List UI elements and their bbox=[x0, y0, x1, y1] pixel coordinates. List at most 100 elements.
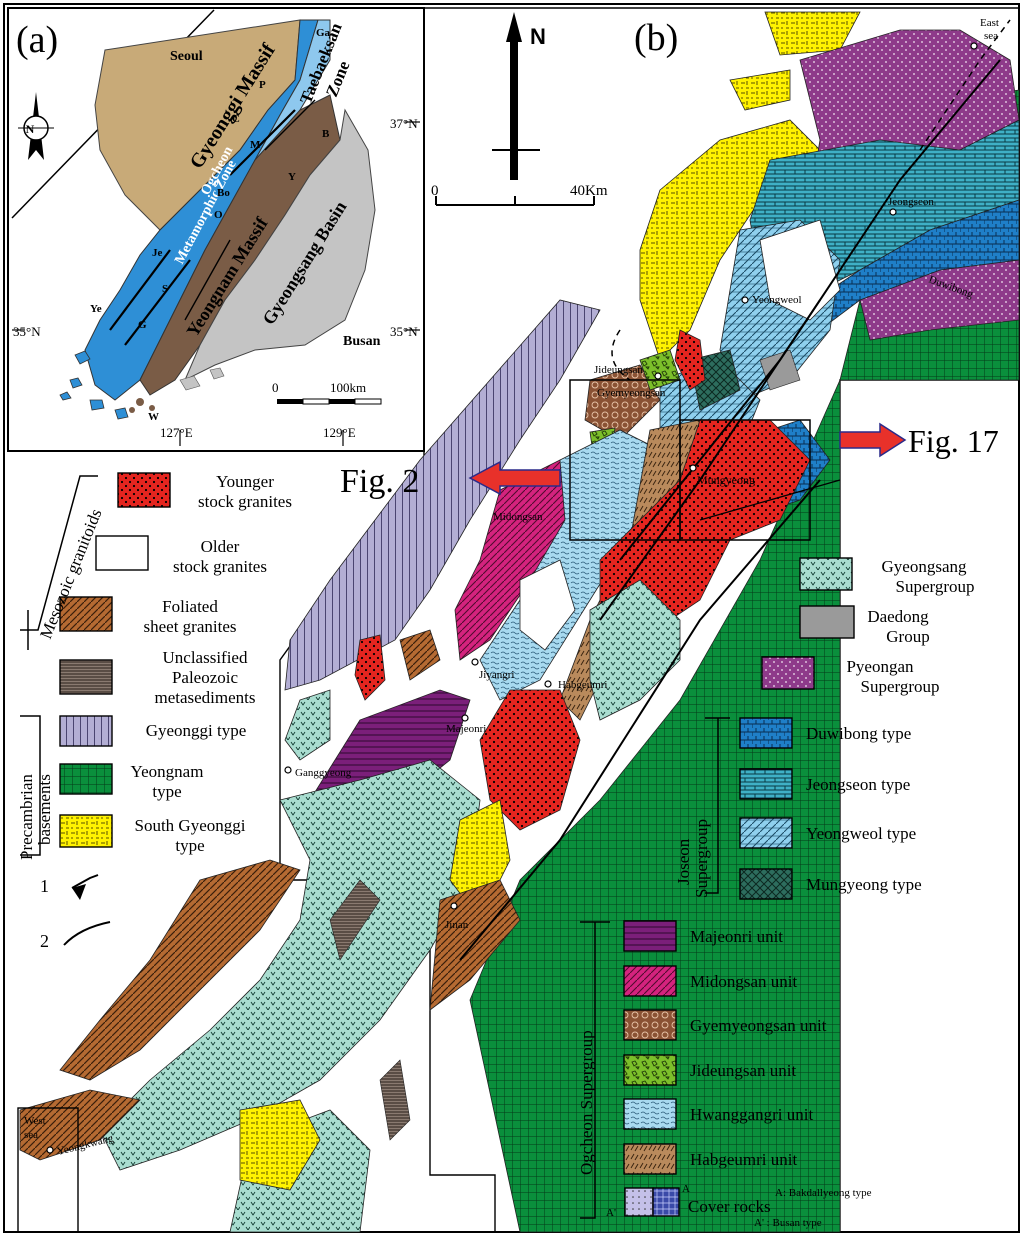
legend-cover-a-prime: A' : Busan type bbox=[754, 1217, 822, 1229]
legend-duwibong: Duwibong type bbox=[806, 724, 911, 743]
gyeongsang-basin-region bbox=[184, 108, 376, 382]
legend-unclass-2: Paleozoic bbox=[172, 668, 239, 687]
label-jinan: Jinan bbox=[445, 919, 469, 931]
legend-gyemyeongsan: Gyemyeongsan unit bbox=[690, 1016, 827, 1035]
marker-b: B bbox=[322, 128, 330, 140]
legend-daedong-2: Group bbox=[886, 627, 929, 646]
panel-a-label: (a) bbox=[16, 19, 58, 61]
marker-p: P bbox=[259, 79, 266, 91]
scale-a-zero: 0 bbox=[272, 380, 279, 395]
legend-jeongseon: Jeongseon type bbox=[806, 775, 910, 794]
marker-bo: Bo bbox=[217, 187, 230, 199]
panel-b-label: (b) bbox=[634, 17, 678, 59]
north-arrow-b bbox=[506, 12, 522, 180]
marker-ye: Ye bbox=[90, 303, 102, 315]
legend-gyeongsang-2: Supergroup bbox=[895, 577, 974, 596]
marker-y: Y bbox=[288, 171, 296, 183]
fig-17-arrow bbox=[839, 422, 907, 458]
coord-35n-left: 35°N bbox=[13, 324, 41, 339]
legend-group-precambrian: Precambrian bbox=[17, 774, 36, 860]
legend-foliated-1: Foliated bbox=[162, 597, 218, 616]
legend-cover-a-letter: A bbox=[682, 1183, 690, 1195]
marker-ga: Ga bbox=[316, 27, 331, 39]
legend-unclass-1: Unclassified bbox=[163, 648, 248, 667]
legend-older-1: Older bbox=[201, 537, 240, 556]
legend-yeongweol: Yeongweol type bbox=[806, 824, 916, 843]
label-gyemyeongsan: Gyemyeongsan bbox=[597, 387, 666, 399]
legend-gyeonggi: Gyeonggi type bbox=[146, 721, 247, 740]
legend-younger-1: Younger bbox=[216, 472, 274, 491]
panel-a-inset bbox=[7, 7, 425, 452]
fig-17-outline bbox=[679, 419, 811, 541]
legend-pyeongan-2: Supergroup bbox=[860, 677, 939, 696]
legend-foliated-2: sheet granites bbox=[144, 617, 237, 636]
scale-b-end: 40Km bbox=[570, 183, 608, 199]
legend-yeongnam-1: Yeongnam bbox=[131, 762, 204, 781]
legend-south-gyeonggi-2: type bbox=[175, 836, 204, 855]
legend-left bbox=[20, 472, 171, 946]
legend-hwanggangri: Hwanggangri unit bbox=[690, 1105, 814, 1124]
scale-a-end: 100km bbox=[330, 380, 366, 395]
legend-habgeumri: Habgeumri unit bbox=[690, 1150, 797, 1169]
label-busan: Busan bbox=[343, 334, 381, 349]
label-midongsan: Midongsan bbox=[493, 511, 543, 523]
label-jeongseon: Jeongseon bbox=[888, 196, 934, 208]
legend-ogcheon-supergroup: Ogcheon Supergroup bbox=[577, 1030, 596, 1175]
legend-unclass-3: metasediments bbox=[154, 688, 255, 707]
label-jideungsan: Jideungsan bbox=[594, 364, 643, 376]
north-arrow-a bbox=[18, 92, 54, 160]
legend-south-gyeonggi-1: South Gyeonggi bbox=[135, 816, 246, 835]
legend-joseon-1: Joseon bbox=[674, 838, 693, 885]
label-habgeumri: Habgeumri bbox=[558, 679, 607, 691]
north-label-b: N bbox=[530, 24, 546, 49]
legend-cover-a-prime-letter: A' bbox=[606, 1207, 616, 1219]
label-yeongweol: Yeongweol bbox=[752, 294, 802, 306]
legend-cover-a: A: Bakdallyeong type bbox=[775, 1187, 872, 1199]
unit-midongsan bbox=[454, 459, 566, 661]
marker-g: G bbox=[138, 319, 147, 331]
legend-joseon-2: Supergroup bbox=[692, 819, 711, 898]
label-majeonri: Majeonri bbox=[446, 723, 486, 735]
label-jiyangri: Jiyangri bbox=[479, 669, 514, 681]
legend-symbol-2: 2 bbox=[40, 931, 49, 951]
coord-129e: 129°E bbox=[323, 425, 356, 440]
unit-older-granite bbox=[519, 559, 576, 651]
label-seoul: Seoul bbox=[170, 49, 203, 64]
label-mungyeong: Mungyeong bbox=[697, 473, 755, 487]
coord-37n: 37°N bbox=[390, 116, 418, 131]
legend-midongsan: Midongsan unit bbox=[690, 972, 797, 991]
marker-w: W bbox=[148, 411, 159, 423]
unit-gyemyeongsan bbox=[584, 364, 661, 441]
legend-younger-2: stock granites bbox=[198, 492, 292, 511]
coord-127e: 127°E bbox=[160, 425, 193, 440]
label-ganggyeong: Ganggyeong bbox=[295, 767, 352, 779]
marker-s: S bbox=[162, 283, 168, 295]
scale-b-zero: 0 bbox=[431, 183, 439, 199]
legend-daedong-1: Daedong bbox=[867, 607, 929, 626]
legend-majeonri: Majeonri unit bbox=[690, 927, 783, 946]
legend-symbol-1: 1 bbox=[40, 876, 49, 896]
north-label-a: N bbox=[26, 122, 35, 136]
scale-bar-a bbox=[277, 398, 382, 405]
legend-pyeongan-1: Pyeongan bbox=[846, 657, 914, 676]
marker-o: O bbox=[214, 209, 223, 221]
legend-group-basements: basements bbox=[35, 774, 54, 845]
unit-gyeongsang-supergroup bbox=[589, 579, 681, 721]
unit-gyeonggi-type bbox=[284, 299, 601, 691]
label-west-sea: sea bbox=[24, 1129, 38, 1141]
legend-cover-rocks: Cover rocks bbox=[688, 1197, 771, 1216]
marker-m: M bbox=[250, 139, 261, 151]
legend-older-2: stock granites bbox=[173, 557, 267, 576]
label-east: East bbox=[980, 17, 999, 29]
unit-foliated-granite bbox=[59, 859, 301, 1081]
label-west: West bbox=[24, 1115, 46, 1127]
coord-35n-right: 35°N bbox=[390, 324, 418, 339]
legend-mungyeong: Mungyeong type bbox=[806, 875, 922, 894]
label-east-sea: sea bbox=[984, 30, 998, 42]
fig-2-arrow bbox=[468, 460, 561, 496]
fig-17-label: Fig. 17 bbox=[908, 423, 999, 459]
legend-right bbox=[580, 557, 855, 1219]
marker-c: C bbox=[232, 113, 240, 125]
legend-jideungsan: Jideungsan unit bbox=[690, 1061, 797, 1080]
